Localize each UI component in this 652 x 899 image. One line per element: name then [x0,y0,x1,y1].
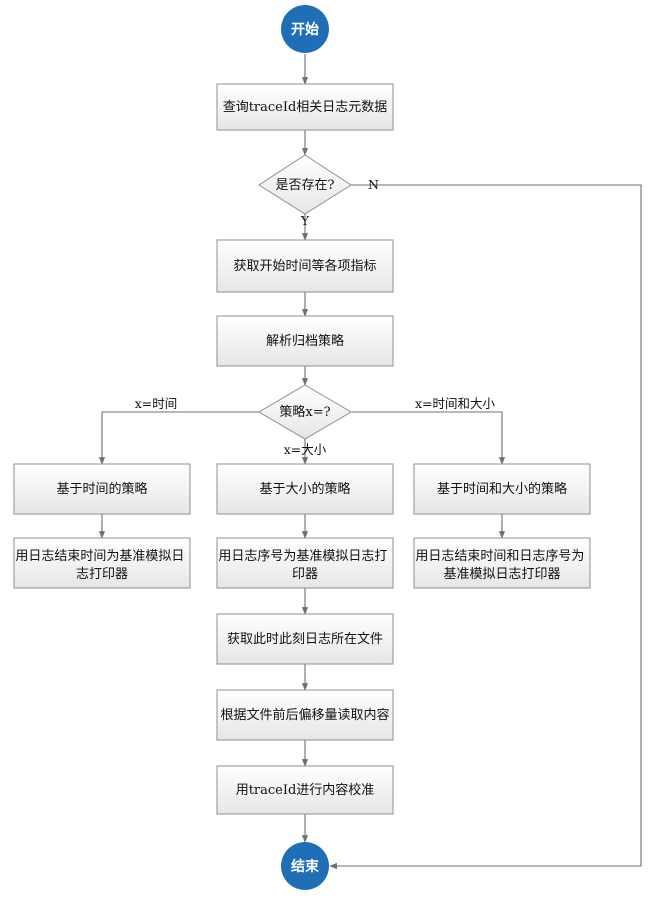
end-node: 结束 [281,842,329,890]
end-label: 结束 [291,858,320,875]
label-x-time-size: x=时间和大小 [415,396,496,411]
process-get-file-label: 获取此时此刻日志所在文件 [227,632,383,647]
start-label: 开始 [291,21,319,38]
process-get-metrics-label: 获取开始时间等各项指标 [233,258,376,274]
svg-text:用日志结束时间和日志序号为 基准模拟日志打印器: 用日志结束时间和日志序号为 基准模拟日志打印器 [415,549,588,582]
edge-policy-timesize [351,411,506,465]
process-sim-by-time-seq: 用日志结束时间和日志序号为 基准模拟日志打印器 [413,537,591,589]
decision-exists: 是否存在? [258,154,352,215]
edge-labels: N Y x=时间 x=大小 x=时间和大小 [135,177,496,457]
process-size-policy: 基于大小的策略 [216,463,394,515]
process-sim-by-end-time-line1: 用日志结束时间为基准模拟日 [15,549,184,564]
process-verify: 用traceId进行内容校准 [216,765,394,815]
label-x-time: x=时间 [135,396,178,411]
process-sim-by-time-seq-line1: 用日志结束时间和日志序号为 [415,549,584,564]
end-circle [281,842,329,890]
process-read-content-label: 根据文件前后偏移量读取内容 [220,707,389,723]
process-parse-policy: 解析归档策略 [216,315,394,367]
edge-policy-time [98,411,259,465]
process-sim-by-time-seq-line2: 基准模拟日志打印器 [443,567,560,582]
svg-text:用日志序号为基准模拟日志打 印器: 用日志序号为基准模拟日志打 印器 [218,549,391,582]
svg-text:用日志结束时间为基准模拟日 志打印器: 用日志结束时间为基准模拟日 志打印器 [15,549,188,582]
label-no: N [368,177,379,192]
process-sim-by-end-time: 用日志结束时间为基准模拟日 志打印器 [13,537,191,589]
process-sim-by-seq: 用日志序号为基准模拟日志打 印器 [216,537,394,589]
connectors [98,54,642,870]
process-time-policy-label: 基于时间的策略 [56,481,147,497]
process-sim-by-seq-line1: 用日志序号为基准模拟日志打 [218,549,387,564]
process-query-label: 查询traceId相关日志元数据 [223,100,388,115]
process-parse-policy-label: 解析归档策略 [266,333,344,349]
process-read-content: 根据文件前后偏移量读取内容 [216,689,394,741]
process-size-policy-label: 基于大小的策略 [259,481,350,497]
process-time-size-policy: 基于时间和大小的策略 [413,463,591,515]
start-node: 开始 [281,5,329,53]
edge-exists-no-end [329,184,642,870]
process-sim-by-seq-line2: 印器 [292,567,318,582]
process-get-metrics: 获取开始时间等各项指标 [216,239,394,293]
decision-policy-label: 策略x=? [279,404,330,420]
process-query: 查询traceId相关日志元数据 [216,83,394,131]
start-circle [281,5,329,53]
decision-policy: 策略x=? [258,384,352,440]
process-verify-label: 用traceId进行内容校准 [236,782,375,798]
process-get-file: 获取此时此刻日志所在文件 [216,613,394,665]
process-time-policy: 基于时间的策略 [13,463,191,515]
process-time-size-policy-label: 基于时间和大小的策略 [437,481,567,497]
label-yes: Y [300,213,310,228]
label-x-size: x=大小 [284,442,327,457]
decision-exists-label: 是否存在? [276,178,335,193]
process-sim-by-end-time-line2: 志打印器 [76,567,128,582]
